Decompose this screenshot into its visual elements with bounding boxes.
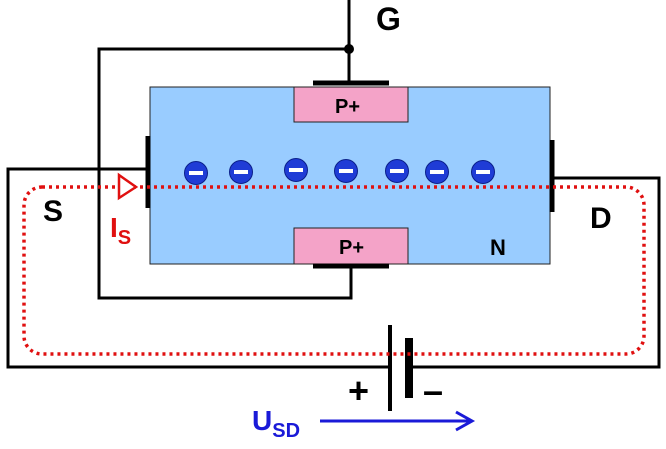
battery-plus-label: + — [348, 370, 369, 411]
source-current-subscript: S — [118, 227, 131, 249]
electron — [425, 160, 449, 184]
voltage-label: USD — [252, 405, 300, 442]
voltage-subscript: SD — [272, 420, 300, 442]
gate-junction-dot — [344, 44, 354, 54]
electron-minus-sign — [189, 171, 203, 175]
electron — [229, 160, 253, 184]
battery — [388, 325, 413, 411]
source-label: S — [43, 195, 63, 228]
top-p-plus-label: P+ — [335, 96, 360, 118]
bottom-p-plus-region — [293, 227, 409, 265]
gate-label: G — [376, 1, 401, 37]
bottom-p-plus-label: P+ — [339, 237, 364, 259]
n-channel-label: N — [490, 235, 506, 260]
electron-minus-sign — [476, 170, 490, 174]
gate-wiring — [97, 0, 353, 300]
electron — [471, 160, 495, 184]
current-direction-arrow — [117, 172, 139, 201]
source-current-main: I — [110, 212, 118, 243]
electron — [184, 161, 208, 185]
electron-minus-sign — [289, 168, 303, 172]
electron-minus-sign — [430, 170, 444, 174]
electron — [385, 159, 409, 183]
electron — [284, 158, 308, 182]
electron-minus-sign — [339, 169, 353, 173]
source-current-label: IS — [110, 212, 131, 249]
electron — [334, 159, 358, 183]
drain-label: D — [590, 202, 612, 235]
voltage-arrow — [320, 410, 476, 432]
electrons-group — [184, 158, 495, 185]
electron-minus-sign — [234, 170, 248, 174]
source-drain-wiring — [6, 167, 661, 369]
voltage-main: U — [252, 405, 272, 436]
battery-minus-label: – — [423, 370, 443, 411]
top-p-plus-region — [293, 86, 409, 123]
gate-contacts — [313, 80, 389, 269]
electron-minus-sign — [390, 169, 404, 173]
